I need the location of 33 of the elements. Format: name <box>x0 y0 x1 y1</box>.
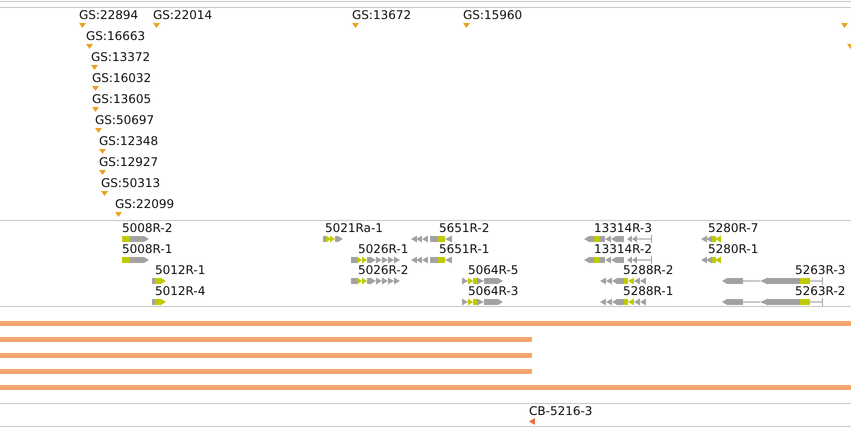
feature-label: GS:50313 <box>101 176 160 190</box>
feature-label: GS:13605 <box>92 92 152 106</box>
feature-label: 5026R-1 <box>358 242 408 256</box>
feature-label: 5280R-7 <box>708 221 758 235</box>
feature-label: GS:13372 <box>91 50 150 64</box>
feature-label: GS:22099 <box>115 197 174 211</box>
feature-label: 5288R-2 <box>623 263 674 277</box>
feature-label: 5012R-1 <box>155 263 206 277</box>
feature-label: GS:16663 <box>86 29 146 43</box>
feature-label: 5651R-2 <box>439 221 490 235</box>
feature-label: 5288R-1 <box>623 284 674 298</box>
feature-label: GS:22014 <box>153 8 212 22</box>
feature-label: 5280R-1 <box>708 242 758 256</box>
feature-label: GS:22894 <box>79 8 138 22</box>
feature-label: 5064R-5 <box>468 263 518 277</box>
feature-label: 13314R-3 <box>594 221 652 235</box>
feature-label: 5263R-3 <box>795 263 846 277</box>
feature-label: 5651R-1 <box>439 242 490 256</box>
feature-label: GS:12927 <box>99 155 158 169</box>
feature-label: GS:13672 <box>352 8 412 22</box>
feature-label: 5008R-2 <box>122 221 172 235</box>
feature-label: 5008R-1 <box>122 242 172 256</box>
feature-label: 5026R-2 <box>358 263 408 277</box>
feature-label: GS:50697 <box>95 113 154 127</box>
feature-label: GS:15960 <box>463 8 522 22</box>
feature-label: 5021Ra-1 <box>325 221 383 235</box>
feature-label: GS:16032 <box>92 71 152 85</box>
feature-label: 13314R-2 <box>594 242 652 256</box>
feature-label: GS:12348 <box>99 134 158 148</box>
feature-label: CB-5216-3 <box>529 404 592 418</box>
feature-label: 5263R-2 <box>795 284 846 298</box>
feature-label: 5012R-4 <box>155 284 206 298</box>
feature-label: 5064R-3 <box>468 284 518 298</box>
